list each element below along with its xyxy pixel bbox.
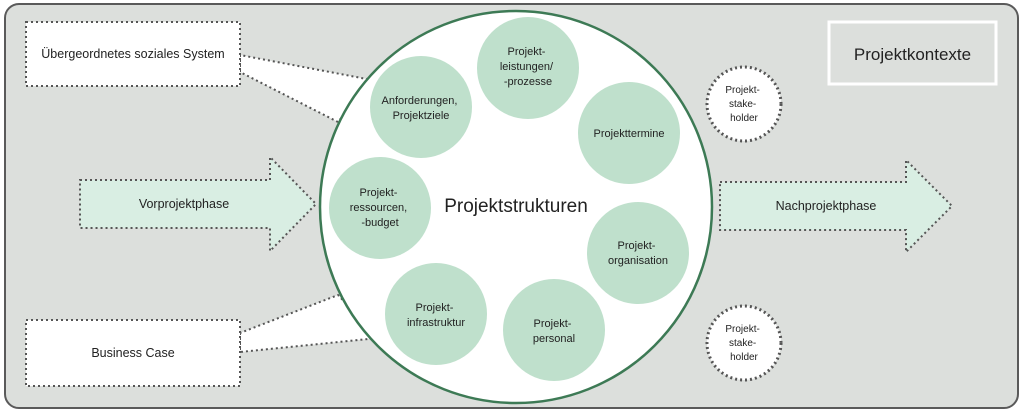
element-label-line: personal — [533, 333, 575, 345]
element-label-line: -prozesse — [504, 76, 552, 88]
element-label-line: Projekt- — [534, 318, 572, 330]
callout-bottom — [239, 293, 381, 354]
stakeholder-label-line: Projekt- — [725, 324, 759, 335]
svg-text:Anforderungen, Projektzi: Anforderungen, Projektziele — [382, 95, 461, 122]
element-label-line: infrastruktur — [407, 317, 465, 329]
svg-text:Projekt- stake- ho: Projekt- stake- holder — [725, 324, 762, 363]
system-top-label: Übergeordnetes soziales System — [41, 47, 224, 61]
element-label-line: leistungen/ — [500, 61, 554, 73]
element-circle-leistungen: Projekt- leistungen/ -prozesse — [477, 17, 579, 119]
svg-text:Projekt- organisation: Projekt- organisation — [608, 240, 668, 267]
phase-after-label: Nachprojektphase — [776, 199, 877, 213]
element-label-line: Projektziele — [393, 110, 450, 122]
element-label-line: ressourcen, — [350, 202, 407, 214]
svg-text:Projekttermine: Projekttermine — [594, 128, 665, 140]
stakeholder-label-line: stake- — [729, 99, 756, 110]
stakeholder-circle-bottom: Projekt- stake- holder — [705, 304, 783, 382]
context-label: Projektkontexte — [854, 45, 971, 64]
element-circle-termine: Projekttermine — [578, 82, 680, 184]
element-label-line: Projekt- — [508, 46, 546, 58]
svg-text:Projekt- stake- ho: Projekt- stake- holder — [725, 85, 762, 124]
phase-arrow-before — [79, 154, 318, 254]
element-label-line: Projekt- — [360, 187, 398, 199]
svg-text:Projekt- infrastruktur: Projekt- infrastruktur — [407, 302, 465, 329]
element-circle-ressourcen: Projekt- ressourcen, -budget — [329, 157, 431, 259]
element-label-line: Anforderungen, — [382, 95, 458, 107]
svg-text:Projekt- personal: Projekt- personal — [533, 318, 575, 345]
phase-before-label: Vorprojektphase — [139, 197, 229, 211]
stakeholder-label-line: stake- — [729, 338, 756, 349]
context-label-box — [827, 20, 998, 86]
element-circle-anforderungen: Anforderungen, Projektziele — [370, 56, 472, 158]
stakeholder-label-line: holder — [730, 352, 758, 363]
stakeholder-label-line: holder — [730, 113, 758, 124]
phase-arrow-after — [719, 157, 954, 255]
element-circle-infrastruktur: Projekt- infrastruktur — [385, 263, 487, 365]
system-top-box — [25, 21, 241, 87]
element-circle-organisation: Projekt- organisation — [587, 202, 689, 304]
element-label-line: -budget — [361, 217, 398, 229]
center-label: Projektstrukturen — [444, 196, 588, 217]
stakeholder-label-line: Projekt- — [725, 85, 759, 96]
svg-text:Projekt- ressourcen,: Projekt- ressourcen, -budget — [350, 187, 411, 229]
element-circle-personal: Projekt- personal — [503, 279, 605, 381]
stakeholder-circle-top: Projekt- stake- holder — [705, 65, 783, 143]
svg-text:Projekt- leistungen/: Projekt- leistungen/ -prozesse — [500, 46, 556, 88]
element-label-line: Projekt- — [618, 240, 656, 252]
system-bottom-label: Business Case — [91, 346, 174, 360]
element-label-line: Projekt- — [416, 302, 454, 314]
element-label-line: Projekttermine — [594, 128, 665, 140]
element-label-line: organisation — [608, 255, 668, 267]
system-bottom-box — [25, 319, 241, 387]
